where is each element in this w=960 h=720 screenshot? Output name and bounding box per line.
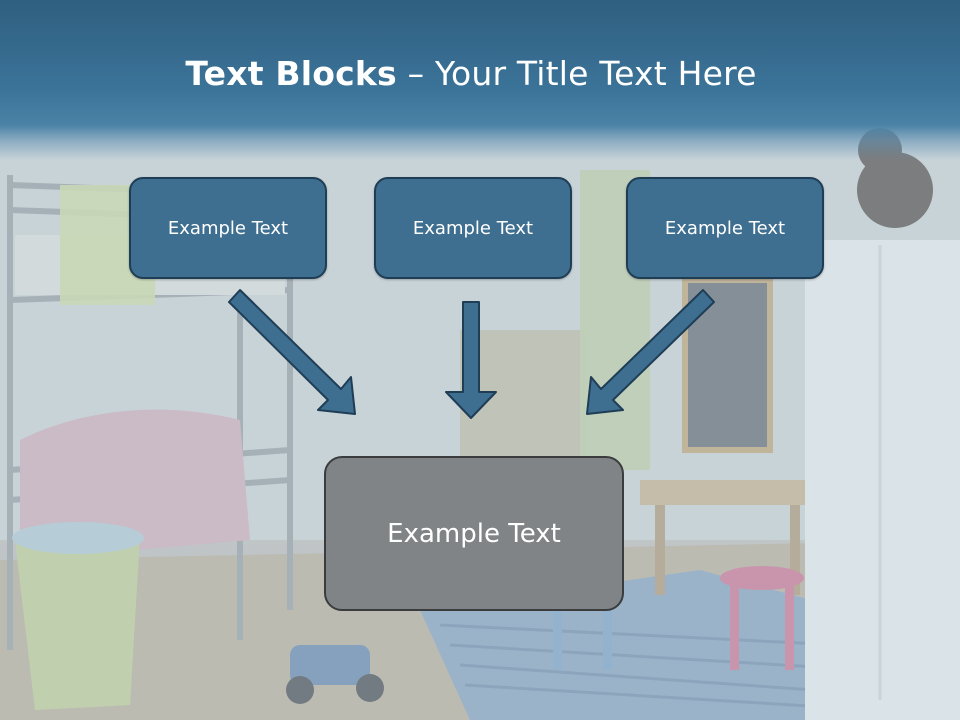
arrow-left[interactable] <box>228 289 356 415</box>
text-block-1-label: Example Text <box>167 217 289 239</box>
arrow-right[interactable] <box>586 289 715 415</box>
title-rest-part: Your Title Text Here <box>434 54 757 93</box>
text-block-2[interactable]: Example Text <box>374 177 572 279</box>
text-block-2-label: Example Text <box>412 217 534 239</box>
text-block-3-label: Example Text <box>664 217 786 239</box>
text-block-1[interactable]: Example Text <box>129 177 327 279</box>
arrow-center[interactable] <box>445 301 497 419</box>
slide-title[interactable]: Text Blocks – Your Title Text Here <box>0 54 942 93</box>
title-band <box>0 0 960 160</box>
text-block-3[interactable]: Example Text <box>626 177 824 279</box>
title-separator: – <box>396 54 435 93</box>
center-text-block[interactable]: Example Text <box>324 456 624 611</box>
center-text-block-label: Example Text <box>387 518 561 549</box>
title-bold-part: Text Blocks <box>185 54 397 93</box>
